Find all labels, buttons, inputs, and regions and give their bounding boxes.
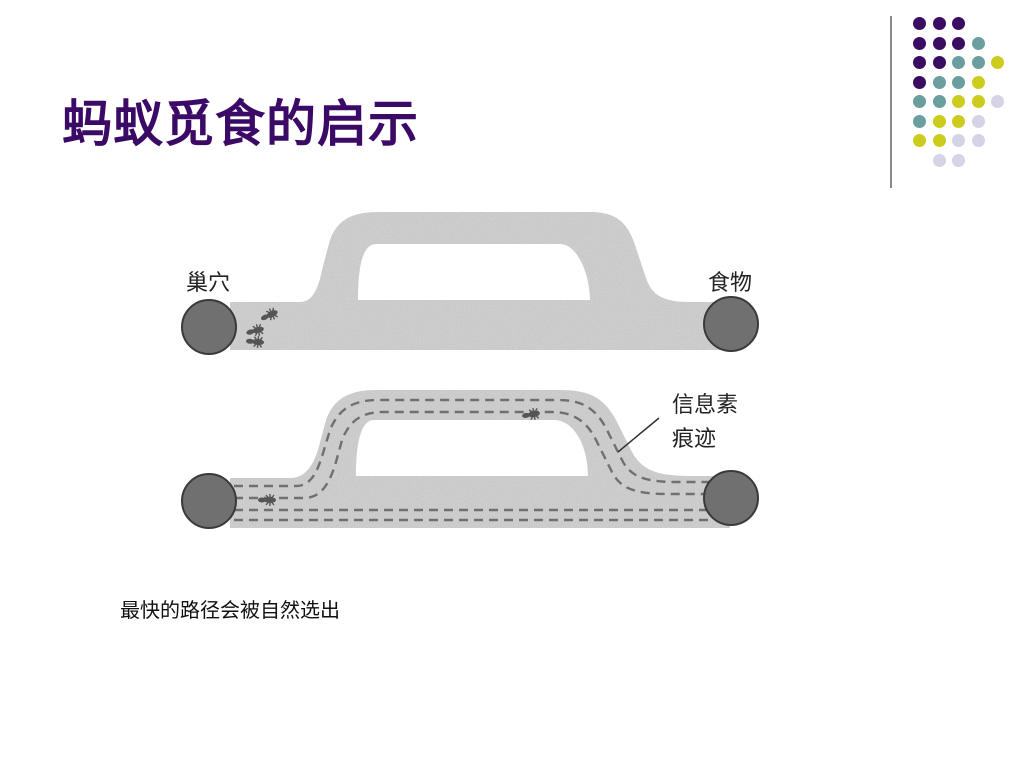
slide-caption: 最快的路径会被自然选出 (120, 598, 340, 622)
top-nest-node (181, 299, 237, 355)
pheromone-label-line2: 痕迹 (672, 427, 716, 452)
pheromone-trails (234, 398, 712, 522)
nest-label: 巢穴 (186, 271, 230, 296)
bottom-ants (258, 407, 540, 506)
bottom-nest-node (181, 473, 237, 529)
top-panel: 巢穴 食物 (181, 212, 759, 355)
bottom-food-node (703, 470, 759, 526)
decorative-divider (890, 16, 892, 188)
food-label: 食物 (708, 271, 752, 296)
bottom-path-shape (230, 390, 730, 528)
pheromone-label-line1: 信息素 (672, 393, 738, 418)
top-path-shape (230, 212, 730, 350)
top-ants (246, 307, 279, 349)
top-food-node (703, 296, 759, 352)
pheromone-pointer-line (617, 417, 660, 453)
bottom-panel: 信息素 痕迹 (181, 390, 759, 529)
slide-title: 蚂蚁觅食的启示 (62, 94, 419, 153)
